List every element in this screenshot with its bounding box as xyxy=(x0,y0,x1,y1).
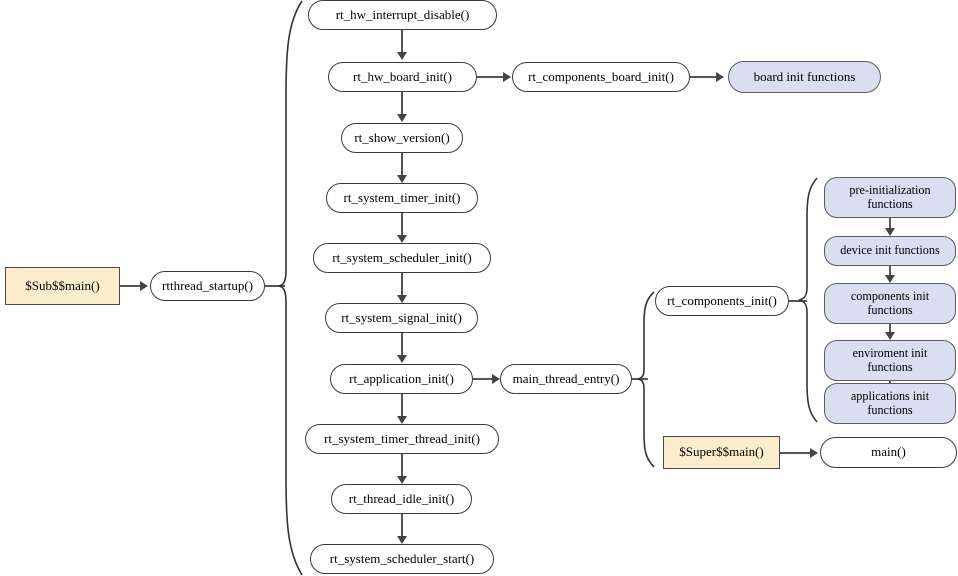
node-label: rt_thread_idle_init() xyxy=(348,490,455,506)
node-sub-main[interactable]: $Sub$$main() xyxy=(5,267,120,305)
node-label: rt_hw_board_init() xyxy=(353,68,452,84)
node-main[interactable]: main() xyxy=(820,437,957,468)
node-label: main_thread_entry() xyxy=(512,370,620,386)
node-label: components init functions xyxy=(850,288,930,317)
node-label: rt_system_scheduler_init() xyxy=(332,249,472,265)
arrowhead-to-main-thread-entry xyxy=(492,374,500,384)
node-label: rt_hw_interrupt_disable() xyxy=(335,6,470,22)
node-rt-hw-interrupt-disable[interactable]: rt_hw_interrupt_disable() xyxy=(308,0,497,30)
edge-chain-6-7 xyxy=(401,394,403,418)
node-rt-system-signal-init[interactable]: rt_system_signal_init() xyxy=(325,303,478,333)
edge-init-1-2 xyxy=(889,266,891,279)
node-rt-thread-idle-init[interactable]: rt_thread_idle_init() xyxy=(331,484,472,514)
arrowhead-to-components-board-init xyxy=(503,72,511,82)
node-enviroment-init-functions[interactable]: enviroment init functions xyxy=(824,340,956,381)
arrowhead-submain-to-startup xyxy=(140,281,148,291)
node-components-init-functions[interactable]: components init functions xyxy=(824,283,956,324)
node-rtthread-startup[interactable]: rtthread_startup() xyxy=(150,271,265,301)
node-main-thread-entry[interactable]: main_thread_entry() xyxy=(500,364,632,394)
edge-application-init-to-main-thread-entry xyxy=(473,378,499,380)
node-label: rt_application_init() xyxy=(349,370,454,386)
node-label: rt_system_timer_thread_init() xyxy=(324,430,480,446)
node-rt-components-init[interactable]: rt_components_init() xyxy=(655,286,789,316)
node-label: main() xyxy=(871,444,906,460)
brace-startup-chain xyxy=(278,0,304,576)
node-label: rt_show_version() xyxy=(354,129,450,145)
edge-chain-2-3 xyxy=(401,153,403,177)
edge-chain-4-5 xyxy=(401,273,403,297)
node-label: rt_system_signal_init() xyxy=(341,309,462,325)
node-rt-system-scheduler-init[interactable]: rt_system_scheduler_init() xyxy=(313,243,491,273)
edge-chain-7-8 xyxy=(401,454,403,478)
node-label: device init functions xyxy=(840,243,940,258)
node-rt-show-version[interactable]: rt_show_version() xyxy=(341,123,463,153)
node-label: rt_components_board_init() xyxy=(528,68,674,84)
arrowhead-chain-2-3 xyxy=(397,175,407,183)
arrowhead-init-2-3 xyxy=(885,332,895,340)
node-label: rt_components_init() xyxy=(667,292,777,308)
arrowhead-to-board-init-functions xyxy=(716,72,724,82)
node-rt-application-init[interactable]: rt_application_init() xyxy=(330,364,473,394)
node-label: $Sub$$main() xyxy=(25,277,100,293)
node-label: rt_system_scheduler_start() xyxy=(329,550,475,566)
arrowhead-chain-8-9 xyxy=(397,536,407,544)
node-label: applications init functions xyxy=(850,388,930,417)
edge-chain-1-2 xyxy=(401,92,403,116)
node-applications-init-functions[interactable]: applications init functions xyxy=(824,383,956,424)
node-label: rt_system_timer_init() xyxy=(343,189,461,205)
arrowhead-to-main xyxy=(810,448,818,458)
edge-chain-8-9 xyxy=(401,514,403,538)
edge-chain-5-6 xyxy=(401,333,403,357)
node-label: enviroment init functions xyxy=(852,345,928,374)
node-label: rtthread_startup() xyxy=(162,277,253,293)
arrowhead-chain-1-2 xyxy=(397,114,407,122)
edge-boardinit-to-components-board-init xyxy=(477,76,510,78)
node-rt-hw-board-init[interactable]: rt_hw_board_init() xyxy=(328,62,477,92)
edge-components-init-to-brace xyxy=(789,300,807,302)
edge-submain-to-startup xyxy=(120,285,145,287)
edge-chain-0-1 xyxy=(401,30,403,54)
arrowhead-chain-0-1 xyxy=(397,52,407,60)
node-rt-components-board-init[interactable]: rt_components_board_init() xyxy=(512,62,690,92)
node-label: board init functions xyxy=(753,68,856,84)
edge-components-board-init-to-board-functions xyxy=(690,76,723,78)
node-rt-system-scheduler-start[interactable]: rt_system_scheduler_start() xyxy=(310,544,494,574)
arrowhead-init-0-1 xyxy=(885,228,895,236)
arrowhead-init-1-2 xyxy=(885,275,895,283)
node-label: $Super$$main() xyxy=(679,444,764,460)
arrowhead-chain-7-8 xyxy=(397,476,407,484)
arrowhead-chain-5-6 xyxy=(397,355,407,363)
node-rt-system-timer-thread-init[interactable]: rt_system_timer_thread_init() xyxy=(305,424,499,454)
node-rt-system-timer-init[interactable]: rt_system_timer_init() xyxy=(326,183,478,213)
edge-init-2-3 xyxy=(889,324,891,336)
brace-components-init-functions xyxy=(798,176,820,424)
edge-chain-3-4 xyxy=(401,213,403,237)
node-super-main[interactable]: $Super$$main() xyxy=(663,436,780,469)
edge-init-0-1 xyxy=(889,218,891,232)
arrowhead-chain-3-4 xyxy=(397,235,407,243)
brace-main-thread-entry xyxy=(637,290,657,470)
edge-startup-to-brace xyxy=(265,285,285,287)
arrowhead-chain-4-5 xyxy=(397,295,407,303)
node-board-init-functions[interactable]: board init functions xyxy=(728,61,881,93)
arrowhead-chain-6-7 xyxy=(397,416,407,424)
node-device-init-functions[interactable]: device init functions xyxy=(824,236,956,266)
node-pre-initialization-functions[interactable]: pre-initialization functions xyxy=(824,177,956,218)
edge-super-main-to-main xyxy=(780,452,817,454)
node-label: pre-initialization functions xyxy=(849,182,931,211)
